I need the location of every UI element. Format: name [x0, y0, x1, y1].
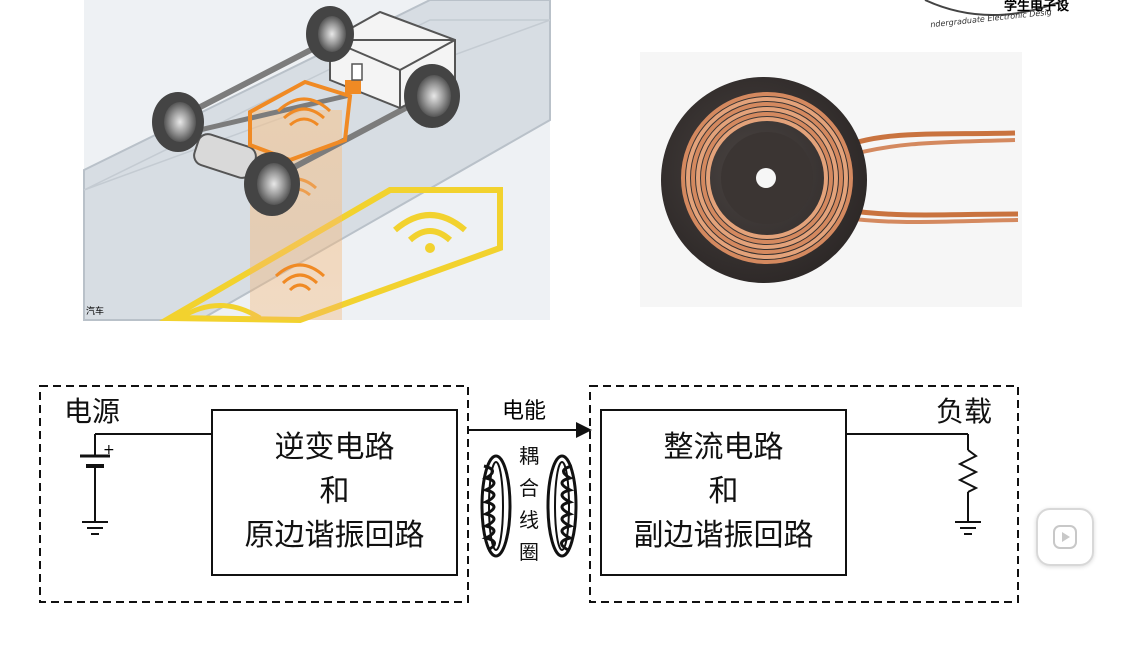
car-charging-illustration: 汽车 [83, 0, 551, 324]
resistor-load-icon [846, 433, 981, 535]
rectifier-line-3: 副边谐振回路 [633, 518, 814, 553]
coupling-coil-label: 耦 合 线 圈 [514, 440, 544, 568]
energy-beam [250, 110, 342, 320]
inverter-line-2: 和 [319, 474, 350, 509]
wheel [306, 6, 354, 62]
rectifier-box-text: 整流电路 和 副边谐振回路 [601, 426, 846, 558]
coil-char-1: 耦 [519, 444, 539, 468]
coil-photo [640, 52, 1022, 307]
energy-arrow-icon [468, 422, 592, 438]
power-source-label: 电源 [64, 395, 121, 428]
inverter-box-text: 逆变电路 和 原边谐振回路 [212, 426, 457, 558]
play-icon [1053, 525, 1077, 549]
primary-side-group [39, 385, 469, 603]
inverter-box [211, 409, 458, 576]
secondary-coupling-coil-icon [546, 454, 578, 558]
vehicle-receiver-coil [248, 63, 363, 163]
rectifier-line-1: 整流电路 [663, 430, 784, 465]
wheel [404, 64, 460, 128]
inverter-line-3: 原边谐振回路 [244, 518, 425, 553]
battery-symbol-icon [80, 433, 212, 535]
secondary-side-group [589, 385, 1019, 603]
energy-arrow-label: 电能 [502, 399, 546, 424]
wheel [152, 92, 204, 152]
logo-chars: 学生电子设 [1004, 0, 1070, 14]
rectifier-box [600, 409, 847, 576]
block-diagram: + 电能 [39, 385, 1019, 603]
rectifier-line-2: 和 [708, 474, 739, 509]
primary-coupling-coil-icon [480, 454, 512, 558]
load-label: 负载 [936, 395, 993, 428]
battery-plus-sign: + [103, 442, 115, 458]
logo-english: ndergraduate Electronic Desig [930, 8, 1052, 30]
coil-char-2: 合 [519, 476, 539, 500]
coil-char-3: 线 [519, 508, 539, 532]
wheel [244, 152, 300, 216]
coil-char-4: 圈 [519, 540, 539, 564]
copper-winding [681, 92, 853, 264]
inverter-line-1: 逆变电路 [274, 430, 395, 465]
coil-center-hole [756, 168, 776, 188]
competition-logo: 学生电子设 ndergraduate Electronic Desig [924, 0, 1070, 30]
illustration-watermark: 汽车 [86, 305, 104, 317]
play-button[interactable] [1036, 508, 1094, 566]
